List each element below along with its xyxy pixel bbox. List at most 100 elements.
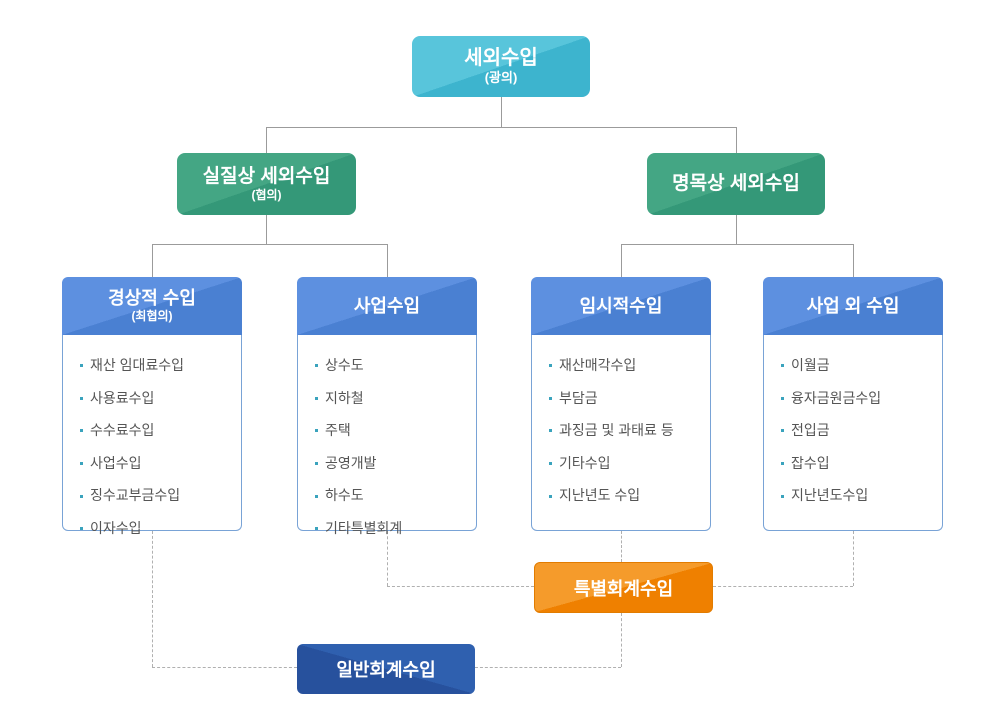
connector-line: [501, 97, 502, 127]
list-item-label: 잡수입: [791, 454, 830, 471]
column-title: 임시적수입: [579, 295, 663, 316]
bullet-icon: [781, 396, 784, 400]
level2-node-title: 실질상 세외수입: [202, 165, 331, 187]
list-item-label: 부담금: [559, 389, 598, 406]
general-account-revenue-box: 일반회계수입: [297, 644, 475, 694]
list-item: 융자금원금수입: [779, 389, 930, 409]
list-item: 사용료수입: [78, 389, 229, 409]
connector-line: [853, 244, 854, 277]
list-item: 지하철: [313, 389, 464, 409]
list-item-label: 이자수입: [90, 519, 142, 536]
dashed-connector-line: [475, 667, 621, 668]
list-item-label: 이월금: [791, 357, 830, 373]
column-subtitle: (최협의): [131, 309, 173, 324]
bullet-icon: [781, 462, 784, 466]
connector-line: [736, 215, 737, 244]
bullet-icon: [80, 462, 83, 466]
list-item: 재산 임대료수입: [78, 356, 229, 376]
column-title: 사업 외 수입: [806, 295, 900, 316]
bullet-icon: [315, 527, 318, 531]
dashed-connector-line: [853, 531, 854, 586]
root-node-sewoe-suip: 세외수입 (광의): [412, 36, 590, 97]
dashed-connector-line: [152, 667, 297, 668]
connector-line: [387, 244, 388, 277]
column-business-revenue: 사업수입 상수도 지하철 주택 공영개발 하수도 기타특별회계: [297, 277, 477, 536]
list-item: 수수료수입: [78, 421, 229, 441]
list-item: 전입금: [779, 421, 930, 441]
list-item-label: 주택: [325, 422, 351, 439]
column-header: 경상적 수입 (최협의): [62, 277, 242, 335]
column-header: 사업 외 수입: [763, 277, 943, 335]
list-item: 기타특별회계: [313, 519, 464, 539]
dashed-connector-line: [152, 531, 153, 667]
bullet-icon: [549, 462, 552, 466]
list-item-label: 지난년도수입: [791, 487, 869, 504]
level2-node-nominal: 명목상 세외수입: [647, 153, 825, 215]
connector-line: [152, 244, 153, 277]
list-item: 부담금: [547, 389, 698, 409]
connector-line: [736, 127, 737, 153]
bullet-icon: [80, 364, 83, 368]
bullet-icon: [315, 494, 318, 498]
list-item-label: 하수도: [325, 487, 364, 504]
list-item: 하수도: [313, 486, 464, 506]
bullet-icon: [781, 364, 784, 368]
general-account-revenue-label: 일반회계수입: [336, 660, 436, 680]
connector-line: [266, 127, 736, 128]
list-item: 재산매각수입: [547, 356, 698, 376]
root-node-subtitle: (광의): [484, 70, 518, 86]
bullet-icon: [549, 364, 552, 368]
bullet-icon: [80, 429, 83, 433]
list-item-label: 기타수입: [559, 454, 611, 471]
column-temporary-revenue: 임시적수입 재산매각수입 부담금 과징금 및 과태료 등 기타수입 지난년도 수…: [531, 277, 711, 531]
list-item-label: 수수료수입: [90, 422, 155, 439]
bullet-icon: [549, 429, 552, 433]
level2-node-real: 실질상 세외수입 (협의): [177, 153, 356, 215]
list-item: 기타수입: [547, 454, 698, 474]
list-item: 잡수입: [779, 454, 930, 474]
list-item-label: 사업수입: [90, 454, 142, 471]
special-account-revenue-box: 특별회계수입: [534, 562, 713, 613]
connector-line: [621, 244, 853, 245]
bullet-icon: [549, 494, 552, 498]
column-body: 재산 임대료수입 사용료수입 수수료수입 사업수입 징수교부금수입 이자수입: [62, 335, 242, 536]
bullet-icon: [315, 396, 318, 400]
bullet-icon: [80, 494, 83, 498]
bullet-icon: [315, 429, 318, 433]
list-item-label: 재산 임대료수입: [90, 357, 185, 373]
list-item-label: 재산매각수입: [559, 357, 637, 373]
list-item-label: 기타특별회계: [325, 519, 403, 536]
dashed-connector-line: [387, 586, 534, 587]
column-non-business-revenue: 사업 외 수입 이월금 융자금원금수입 전입금 잡수입 지난년도수입: [763, 277, 943, 531]
dashed-connector-line: [387, 531, 388, 586]
connector-line: [152, 244, 387, 245]
list-item: 과징금 및 과태료 등: [547, 421, 698, 441]
column-body: 이월금 융자금원금수입 전입금 잡수입 지난년도수입: [763, 335, 943, 531]
bullet-icon: [80, 396, 83, 400]
list-item-label: 지하철: [325, 389, 364, 406]
column-header: 임시적수입: [531, 277, 711, 335]
bullet-icon: [315, 364, 318, 368]
column-body: 재산매각수입 부담금 과징금 및 과태료 등 기타수입 지난년도 수입: [531, 335, 711, 531]
list-item: 지난년도수입: [779, 486, 930, 506]
list-item: 상수도: [313, 356, 464, 376]
list-item-label: 징수교부금수입: [90, 487, 181, 504]
list-item-label: 사용료수입: [90, 389, 155, 406]
list-item: 징수교부금수입: [78, 486, 229, 506]
connector-line: [266, 127, 267, 153]
column-body: 상수도 지하철 주택 공영개발 하수도 기타특별회계: [297, 335, 477, 536]
special-account-revenue-label: 특별회계수입: [573, 578, 674, 599]
list-item-label: 지난년도 수입: [559, 487, 641, 504]
list-item: 이월금: [779, 356, 930, 376]
connector-line: [266, 215, 267, 244]
list-item: 공영개발: [313, 454, 464, 474]
dashed-connector-line: [713, 586, 853, 587]
column-title: 사업수입: [353, 295, 421, 316]
list-item-label: 전입금: [791, 422, 830, 439]
bullet-icon: [781, 429, 784, 433]
bullet-icon: [781, 494, 784, 498]
list-item: 지난년도 수입: [547, 486, 698, 506]
bullet-icon: [549, 396, 552, 400]
list-item: 주택: [313, 421, 464, 441]
